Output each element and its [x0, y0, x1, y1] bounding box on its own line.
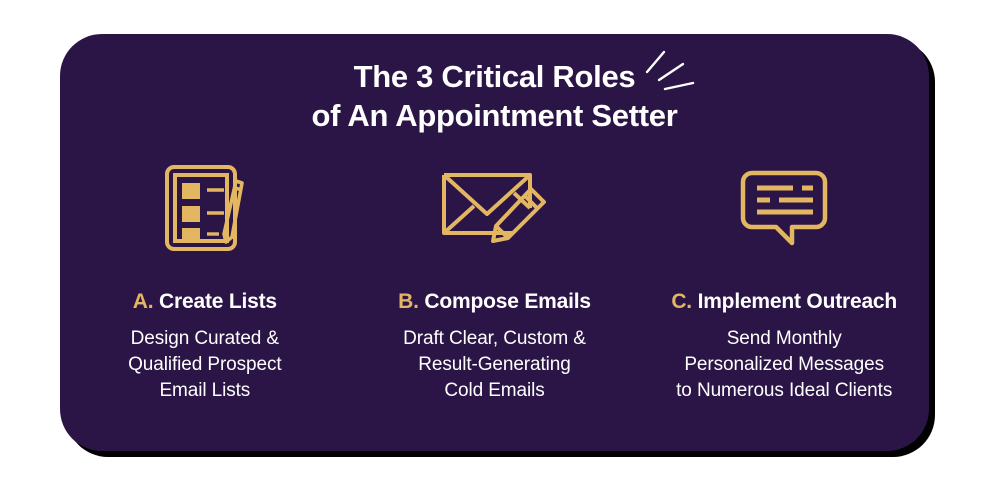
page-title-line-1: The 3 Critical Roles — [353, 59, 636, 94]
title-block: The 3 Critical Roles of An Appointment S… — [60, 57, 929, 135]
role-body-a: Design Curated & Qualified Prospect Emai… — [128, 328, 282, 401]
role-heading-a: A. Create Lists — [133, 290, 277, 314]
role-column-compose-emails: B. Compose Emails Draft Clear, Custom & … — [350, 160, 640, 404]
envelope-pencil-icon — [441, 173, 546, 243]
role-heading-text-a: Create Lists — [159, 290, 277, 313]
role-heading-text-c: Implement Outreach — [697, 290, 898, 313]
infographic-card: The 3 Critical Roles of An Appointment S… — [60, 34, 929, 451]
role-column-implement-outreach: C. Implement Outreach Send Monthly Perso… — [639, 160, 929, 404]
role-letter-a: A. — [132, 290, 154, 313]
speech-bubble-lines-icon — [740, 170, 828, 246]
clipboard-list-pencil-icon — [164, 165, 244, 251]
role-letter-b: B. — [398, 290, 419, 313]
role-heading-text-b: Compose Emails — [424, 290, 591, 313]
icon-container-a — [162, 160, 248, 256]
role-heading-b: B. Compose Emails — [398, 290, 591, 314]
role-letter-c: C. — [671, 290, 692, 313]
icon-container-c — [738, 160, 830, 256]
icon-container-b — [439, 160, 551, 256]
role-body-c: Send Monthly Personalized Messages to Nu… — [676, 328, 893, 401]
role-heading-c: C. Implement Outreach — [671, 290, 897, 314]
page-title-line-2: of An Appointment Setter — [311, 98, 678, 133]
role-column-create-lists: A. Create Lists Design Curated & Qualifi… — [60, 160, 350, 404]
role-body-b: Draft Clear, Custom & Result-Generating … — [403, 328, 586, 401]
roles-columns: A. Create Lists Design Curated & Qualifi… — [60, 160, 929, 404]
